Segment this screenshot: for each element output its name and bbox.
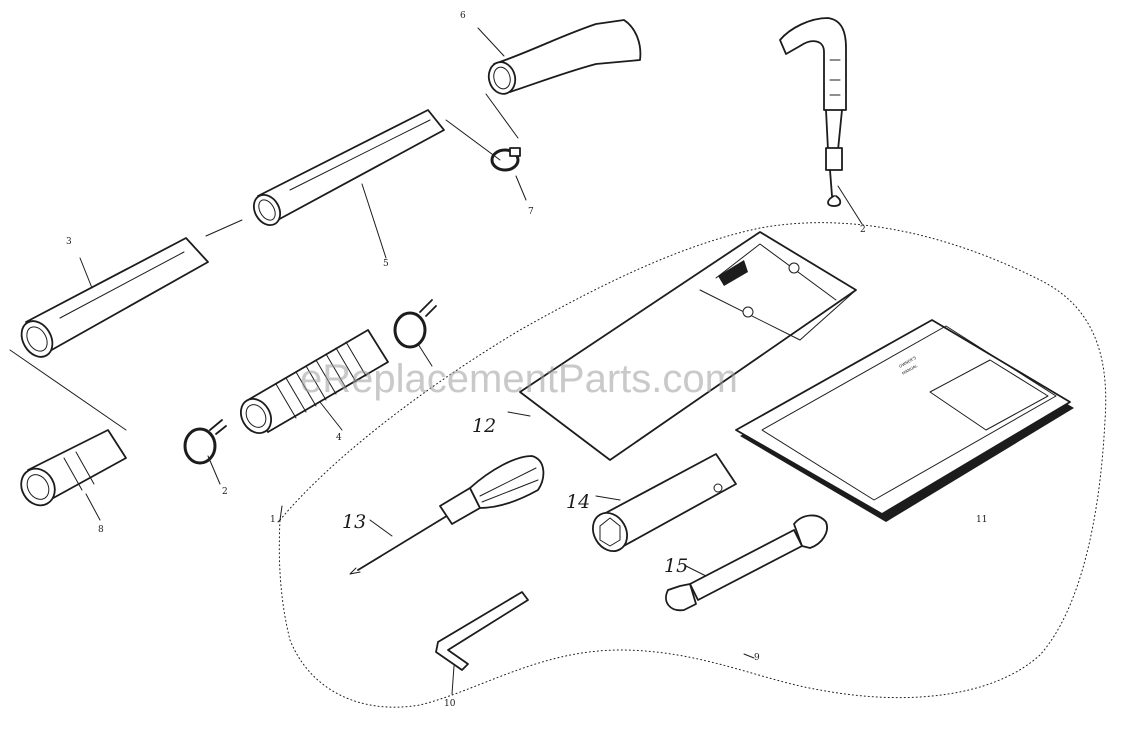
callout-1: 1 xyxy=(270,515,276,525)
callout-6: 6 xyxy=(460,11,466,21)
tube-part-5 xyxy=(252,109,445,226)
tool-kit-outline xyxy=(278,222,1107,708)
hose-clamp-part-2-lower xyxy=(183,419,227,465)
callout-12: 12 xyxy=(472,415,496,437)
socket-wrench-part-14 xyxy=(592,453,737,552)
tube-part-3 xyxy=(20,237,209,358)
callout-9: 9 xyxy=(754,653,760,663)
callout-3: 3 xyxy=(66,237,72,247)
callout-10: 10 xyxy=(444,699,456,709)
callout-4: 4 xyxy=(336,433,342,443)
callout-2-lower: 2 xyxy=(222,487,228,497)
tool-pouch-part-12 xyxy=(519,231,857,461)
hex-key-part-10 xyxy=(435,591,529,671)
hose-clamp-part-2-upper xyxy=(393,299,437,349)
owners-manual-part-11: OWNER'S MANUAL xyxy=(735,319,1074,522)
callout-8: 8 xyxy=(98,525,104,535)
wrench-part-15 xyxy=(665,514,828,612)
strap-part-2 xyxy=(779,17,847,207)
callout-14: 14 xyxy=(566,491,590,513)
callout-13: 13 xyxy=(342,511,366,533)
screwdriver-part-13 xyxy=(349,455,545,575)
callout-11: 11 xyxy=(976,515,987,525)
nozzle-part-6 xyxy=(487,19,642,95)
leader-lines xyxy=(9,27,863,695)
flex-hose-part-4 xyxy=(240,329,389,434)
callout-2-right: 2 xyxy=(860,225,866,235)
fitting-part-8 xyxy=(20,429,127,507)
callout-7: 7 xyxy=(528,207,534,217)
clamp-part-7 xyxy=(490,147,521,172)
callout-5: 5 xyxy=(383,259,389,269)
callout-15: 15 xyxy=(664,555,688,577)
watermark-text: eReplacementParts.com xyxy=(300,357,738,401)
